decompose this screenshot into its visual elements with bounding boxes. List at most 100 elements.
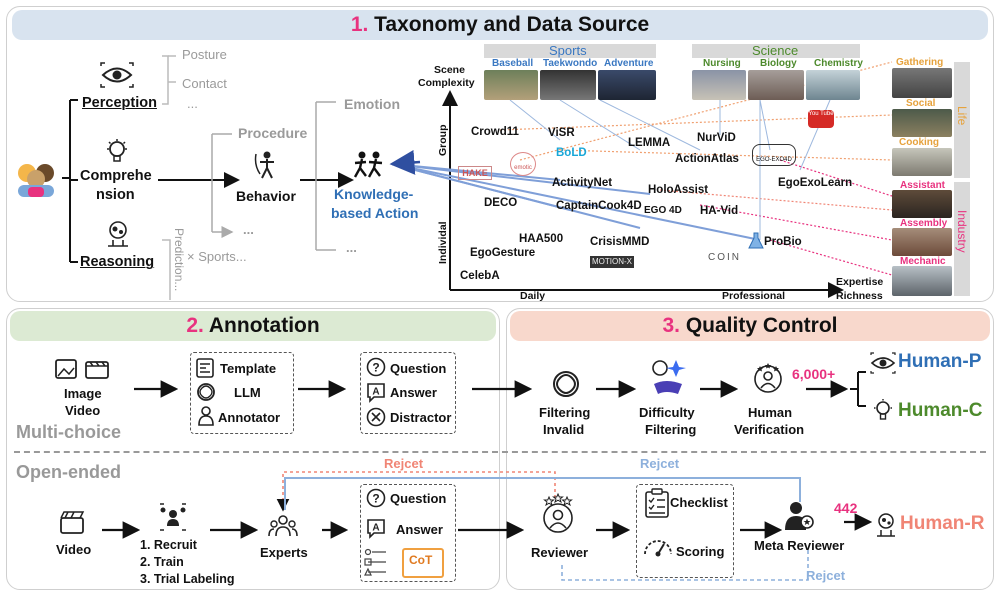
procedure-label: Procedure [238,125,308,141]
filtering-invalid-line1: Filtering [539,405,591,420]
baseball-thumbnail [484,70,538,100]
running-people-icon [352,150,386,180]
recruit-step: 1. Recruit [140,538,197,552]
adventure-thumbnail [598,70,656,100]
chemistry-label: Chemistry [814,58,863,69]
perception-label: Perception [82,95,157,111]
meta-reviewer-label: Meta Reviewer [754,538,845,553]
x-axis-label-line1: Expertise [836,276,884,288]
video-clapper-icon [60,510,85,534]
annotator-label: Annotator [218,410,281,425]
open-ended-label: Open-ended [16,462,122,482]
svg-text:?: ? [372,492,379,506]
gathering-label: Gathering [896,57,944,68]
taekwondo-label: Taekwondo [543,58,598,69]
assembly-label: Assembly [900,218,948,229]
openai-logo-icon [550,368,582,400]
recruit-icon [158,502,188,532]
answer-icon: A [366,382,386,403]
dataset-activitynet: ActivityNet [552,177,613,189]
video-label: Video [56,542,92,557]
difficulty-filtering-line1: Difficulty [639,405,695,420]
annotation-methods-box [190,352,294,434]
dataset-deco: DECO [484,197,518,209]
people-avatar-icon [14,155,58,199]
scoring-label: Scoring [676,544,725,559]
motionx-logo-text: MOTION-X [592,257,632,266]
contact-label: Contact [182,76,227,91]
motionx-logo: MOTION-X [590,256,634,268]
brain-gears-icon [104,220,132,248]
y-axis-label-line2: Complexity [418,77,475,89]
lightbulb-icon [104,138,130,164]
annotation-panel [6,308,500,590]
person-bow-icon [252,150,282,180]
mechanic-label: Mechanic [900,256,946,267]
cooking-thumbnail [892,148,952,176]
experts-label: Experts [260,545,308,560]
adventure-label: Adventure [604,58,654,69]
input-image-label: Image [64,386,102,401]
dataset-bold: BoLD [556,147,587,159]
knowledge-action-line2: based Action [331,205,419,221]
svg-text:A: A [372,523,379,534]
nursing-thumbnail [692,70,746,100]
dataset-probio: ProBio [764,236,802,248]
section-number: 3. [662,314,680,337]
coin-logo: COIN [708,252,754,266]
assembly-thumbnail [892,228,952,256]
dataset-visr: ViSR [548,127,575,139]
gathering-thumbnail [892,68,952,98]
llm-label: LLM [234,385,261,400]
hake-logo-text: HAKE [462,168,488,178]
dataset-crowd11: Crowd11 [471,126,519,138]
dataset-celeba: CelebA [460,270,500,282]
biology-thumbnail [748,70,804,100]
science-domain-header [692,44,860,58]
human-p-label: Human-P [898,351,982,372]
trial-labeling-step: 3. Trial Labeling [140,572,235,586]
eye-icon [870,352,896,374]
reject-label-orange: Rejcet [384,456,424,471]
professional-label: Professional [722,290,786,302]
question-label-open: Question [390,491,447,506]
egoexo4d-logo: EGO-EXO4D [752,144,796,166]
cooking-label: Cooking [899,137,939,148]
sports-domain-label: Sports [549,43,587,58]
knowledge-ellipsis: ... [346,240,357,255]
reviewer-icon [540,492,576,534]
section-number: 1. [350,13,369,36]
section-number: 2. [186,314,204,337]
eye-icon [100,62,134,88]
train-step: 2. Train [140,555,184,569]
brain-gears-icon [874,512,898,538]
life-domain-label: Life [955,106,969,126]
experts-icon [268,512,298,538]
behavior-ellipsis: ... [243,222,254,237]
dataset-crisismmd: CrisisMMD [590,236,650,248]
question-label: Question [390,361,447,376]
qa-output-box [360,352,456,434]
difficulty-filtering-line2: Filtering [645,422,697,437]
perception-ellipsis: ... [187,96,198,111]
answer-label: Answer [390,385,437,400]
baseball-label: Baseball [492,58,534,69]
svg-text:?: ? [372,361,379,375]
industry-domain-strip [954,182,970,296]
daily-label: Daily [520,290,546,302]
question-icon: ? [366,488,386,508]
flask-icon [748,232,764,250]
image-video-icon [54,356,110,382]
coin-logo-text: COIN [708,252,741,263]
flowchart-icon [364,548,390,576]
template-icon [196,358,214,378]
emotion-label: Emotion [344,96,400,112]
dataset-captaincook4d: CaptainCook4D [556,200,642,212]
scoring-gauge-icon [642,534,674,558]
taxonomy-header: 1. Taxonomy and Data Source [12,10,988,40]
quality-header: 3. Quality Control [510,311,990,341]
dataset-holoassist: HoloAssist [648,184,709,196]
comprehension-label-line1: Comprehe [80,168,152,184]
